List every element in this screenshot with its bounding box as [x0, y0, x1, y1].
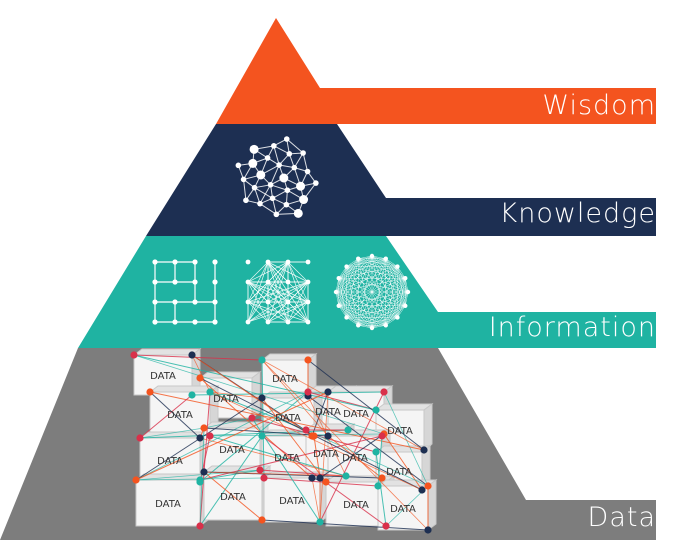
data-cube-label: DATA — [387, 426, 413, 437]
data-cube-label: DATA — [279, 496, 305, 507]
data-cube-label: DATA — [342, 453, 368, 464]
knowledge-label: Knowledge — [499, 198, 656, 229]
data-label: Data — [587, 502, 656, 533]
data-cube-label: DATA — [343, 409, 369, 420]
data-cube-label: DATA — [313, 449, 339, 460]
data-cube-label: DATA — [275, 413, 301, 424]
grid-network-icon — [152, 259, 218, 325]
data-cube-label: DATA — [315, 407, 341, 418]
information-label: Information — [488, 312, 656, 343]
data-cube-label: DATA — [220, 492, 246, 503]
wisdom-label: Wisdom — [542, 90, 656, 121]
data-cube-label: DATA — [167, 410, 193, 421]
data-cube-label: DATA — [272, 374, 298, 385]
data-cube-label: DATA — [386, 467, 412, 478]
data-cube-label: DATA — [213, 394, 239, 405]
data-cube-label: DATA — [390, 504, 416, 515]
data-cube-label: DATA — [274, 453, 300, 464]
data-cube-label: DATA — [343, 500, 369, 511]
knowledge-tier — [146, 124, 656, 236]
data-cube-label: DATA — [219, 445, 245, 456]
wisdom-tier — [216, 18, 656, 124]
circular-network-icon — [333, 253, 411, 331]
data-cube-label: DATA — [155, 499, 181, 510]
mesh-network-icon — [245, 259, 311, 325]
network-sphere-icon — [235, 136, 319, 218]
data-cube-label: DATA — [157, 456, 183, 467]
data-cube-label: DATA — [150, 371, 176, 382]
